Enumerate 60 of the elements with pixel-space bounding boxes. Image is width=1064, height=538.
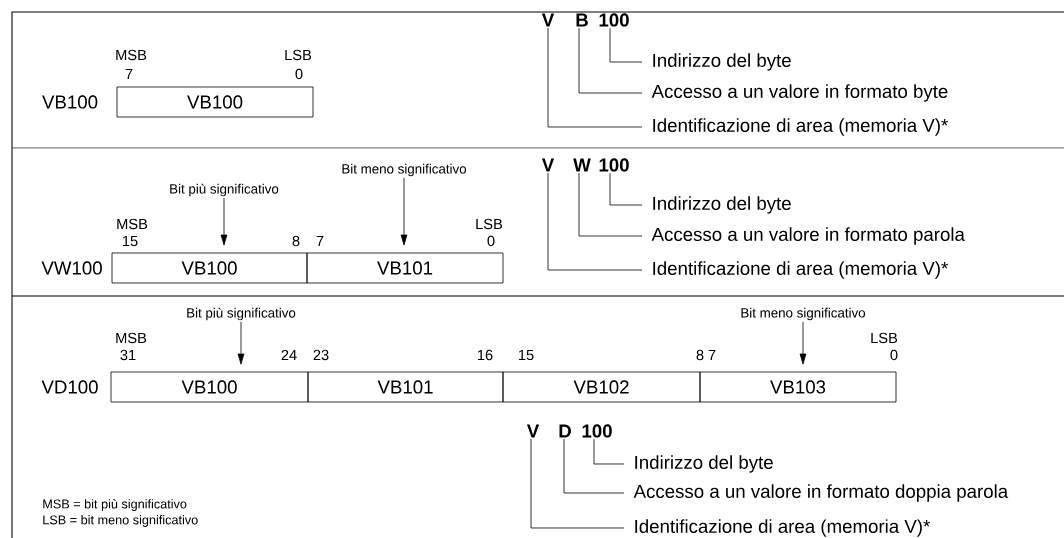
bit-number-label: 0	[890, 349, 898, 361]
bit-number-label: 7	[708, 349, 716, 361]
bit-number-label: 16	[477, 349, 493, 361]
description-text: Indirizzo del byte	[635, 455, 773, 473]
leader-line	[578, 27, 643, 94]
register-cell: VB101	[307, 371, 504, 403]
leader-line	[578, 172, 643, 237]
description-text: Indirizzo del byte	[653, 53, 791, 71]
address-part: 100	[582, 424, 612, 438]
description-text: Accesso a un valore in formato doppia parola	[633, 484, 1009, 502]
leader-line	[609, 27, 643, 63]
arrow	[220, 197, 228, 246]
register-label: VB100	[42, 95, 98, 109]
bit-number-label: 23	[313, 349, 329, 361]
address-part: W	[573, 158, 591, 172]
leader-line	[563, 438, 625, 494]
leader-line	[547, 27, 643, 128]
description-text: Identificazione di area (memoria V)*	[635, 519, 930, 537]
description-text: Identificazione di area (memoria V)*	[653, 118, 948, 136]
description-text: Identificazione di area (memoria V)*	[653, 261, 948, 279]
address-part: D	[559, 424, 571, 438]
note-text: LSB = bit meno significativo	[43, 515, 198, 527]
bit-number-label: MSB	[116, 332, 147, 344]
bit-number-label: 8	[696, 349, 704, 361]
leader-line	[593, 438, 625, 465]
description-text: Indirizzo del byte	[653, 196, 791, 214]
arrow	[400, 177, 408, 246]
bit-number-label: 24	[281, 349, 297, 361]
leader-line	[609, 172, 643, 206]
bit-number-label: 15	[518, 349, 534, 361]
address-part: V	[526, 424, 540, 438]
bit-number-label: 8	[292, 235, 300, 247]
register-cell: VB100	[110, 371, 309, 403]
address-part: B	[576, 13, 588, 27]
description-text: Accesso a un valore in formato byte	[651, 84, 948, 102]
arrow	[799, 321, 807, 365]
register-cell: VB103	[699, 371, 897, 403]
bit-number-label: MSB	[117, 218, 148, 230]
arrow	[237, 321, 245, 365]
description-text: Accesso a un valore in formato parola	[651, 227, 965, 245]
register-cell: VB100	[116, 86, 314, 118]
bit-label: Bit più significativo	[187, 307, 296, 321]
bit-label: Bit meno significativo	[741, 307, 866, 321]
address-part: 100	[599, 158, 629, 172]
address-part: V	[541, 158, 555, 172]
address-part: V	[541, 13, 555, 27]
leader-line	[530, 438, 625, 529]
leader-line	[547, 172, 643, 271]
register-cell: VB100	[111, 252, 308, 284]
register-cell: VB102	[502, 371, 701, 403]
bit-label: Bit più significativo	[170, 183, 279, 197]
note-text: MSB = bit più significativo	[43, 499, 187, 511]
bit-number-label: LSB	[285, 49, 312, 61]
bit-number-label: MSB	[116, 49, 147, 61]
bit-number-label: LSB	[476, 218, 503, 230]
bit-label: Bit meno significativo	[342, 163, 467, 177]
register-cell: VB101	[306, 252, 504, 284]
bit-number-label: 7	[316, 235, 324, 247]
address-part: 100	[599, 13, 629, 27]
bit-number-label: LSB	[871, 332, 898, 344]
